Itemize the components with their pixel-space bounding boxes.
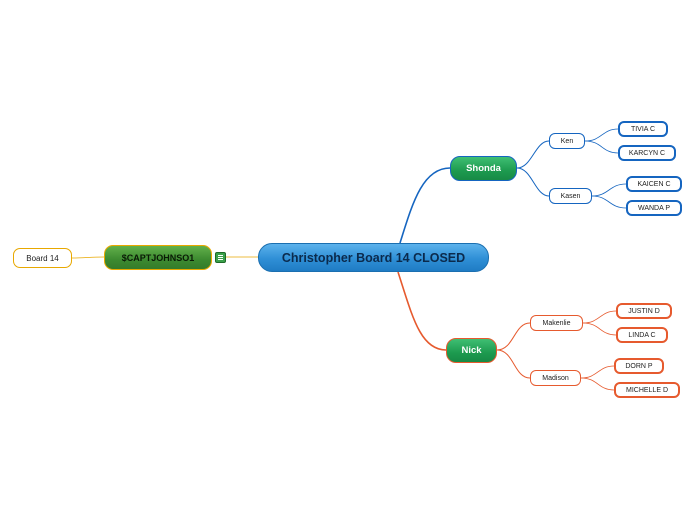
subtopic-ken[interactable]: Ken [549, 133, 585, 149]
branch-nick[interactable]: Nick [446, 338, 497, 363]
notes-icon[interactable] [215, 252, 226, 263]
branch-shonda[interactable]: Shonda [450, 156, 517, 181]
central-topic[interactable]: Christopher Board 14 CLOSED [258, 243, 489, 272]
leaf-justin-d[interactable]: JUSTIN D [616, 303, 672, 319]
leaf-tivia-c[interactable]: TIVIA C [618, 121, 668, 137]
leaf-michelle-d[interactable]: MICHELLE D [614, 382, 680, 398]
leaf-linda-c[interactable]: LINDA C [616, 327, 668, 343]
floating-topic[interactable]: $CAPTJOHNSO1 [104, 245, 212, 270]
leaf-wanda-p[interactable]: WANDA P [626, 200, 682, 216]
leaf-dorn-p[interactable]: DORN P [614, 358, 664, 374]
subtopic-kasen[interactable]: Kasen [549, 188, 592, 204]
subtopic-madison[interactable]: Madison [530, 370, 581, 386]
leaf-karcyn-c[interactable]: KARCYN C [618, 145, 676, 161]
floating-subtopic-board-14[interactable]: Board 14 [13, 248, 72, 268]
leaf-kaicen-c[interactable]: KAICEN C [626, 176, 682, 192]
subtopic-makenlie[interactable]: Makenlie [530, 315, 583, 331]
